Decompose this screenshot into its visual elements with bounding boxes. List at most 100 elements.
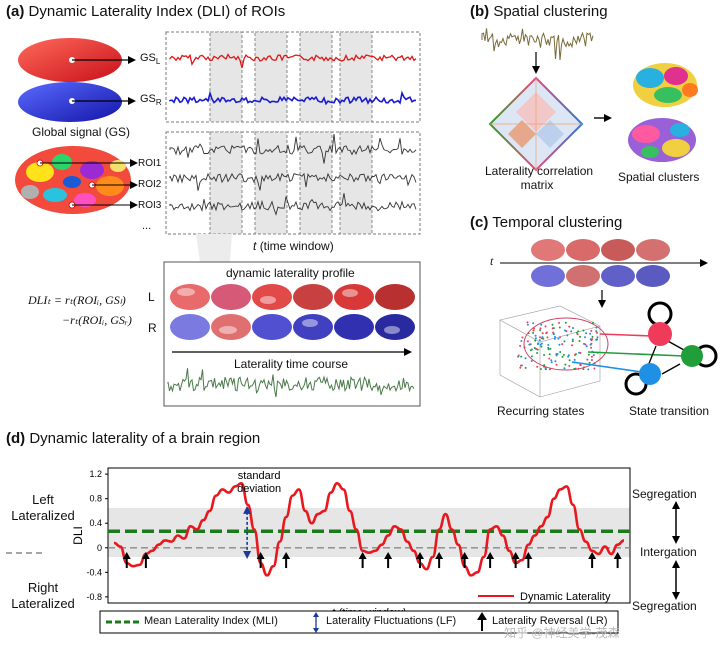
scatter-point [547,344,550,346]
reversal-arrow-head [486,552,495,560]
legend-lr: Laterality Reversal (LR) [492,615,608,627]
scatter-point [517,354,520,357]
spatial-multi-signal [481,28,594,61]
temporal-brain-row-2 [531,265,670,287]
roi2-signal [169,172,417,191]
scatter-point [546,336,549,339]
reversal-arrow-head [282,552,291,560]
scatter-point [596,336,599,339]
scatter-point [577,330,580,333]
scatter-point [563,367,566,370]
std-label-1: standard [238,470,281,482]
panel-c-title: (c) Temporal clustering [470,214,623,231]
laterality-time-course [167,368,415,398]
scatter-point [579,363,582,366]
reversal-arrow-head [384,552,393,560]
scatter-point [564,363,567,366]
time-course-label: Laterality time course [234,357,349,371]
segregation-top-label: Segregation [632,487,697,501]
scatter-point [590,355,593,358]
scatter-point [539,327,542,330]
scatter-point [528,343,531,346]
scatter-point [540,342,543,345]
scatter-point [526,321,529,324]
scatter-point [563,340,566,343]
scatter-point [543,354,546,356]
scatter-point [530,360,533,362]
y-tick-label: 0 [97,543,102,553]
scatter-point [544,325,547,328]
scatter-point [524,357,527,360]
scatter-point [592,321,594,324]
legend-lf: Laterality Fluctuations (LF) [326,615,457,627]
scatter-point [540,323,543,326]
scatter-point [536,352,539,354]
scatter-point [536,365,539,368]
scatter-point [520,355,523,358]
spatial-clusters-label: Spatial clusters [618,170,700,184]
scatter-point [539,343,542,346]
gs-right-label: GSR [140,93,162,108]
scatter-point [550,361,553,364]
scatter-point [587,353,590,356]
y-tick-label: -0.8 [86,592,102,602]
panel-d-title: (d) Dynamic laterality of a brain region [6,430,261,447]
y-tick-label: 1.2 [89,469,102,479]
state-node-green [681,345,703,367]
scatter-point [539,329,542,332]
scatter-point [530,348,533,351]
scatter-point [547,348,550,351]
recurring-states-label: Recurring states [497,404,585,418]
dli-line-chart: -0.8-0.400.40.81.2standarddeviationDLIt … [71,467,631,619]
y-tick-label: 0.4 [89,518,102,528]
scatter-point [568,359,571,362]
correlation-matrix [488,76,584,172]
scatter-point [538,339,541,342]
std-arrow-head-top [243,505,252,514]
scatter-point [548,353,551,356]
scatter-point [537,343,539,345]
reversal-arrow-head [122,552,131,560]
gs-right-signal [169,90,416,106]
scatter-point [589,332,592,335]
scatter-point [524,366,527,369]
scatter-point [539,368,542,370]
roi3-label: ROI3 [138,200,162,211]
scatter-point [595,326,598,329]
scatter-point [590,346,593,349]
y-tick-label: -0.4 [86,567,102,577]
scatter-point [550,359,553,362]
scatter-point [595,330,598,333]
scatter-point [533,347,536,349]
reversal-arrow-head [613,552,622,560]
profile-title: dynamic laterality profile [226,266,355,280]
panel-a-title: (a) Dynamic Laterality Index (DLI) of RO… [6,3,286,20]
t-label: t [490,254,494,268]
scatter-point [551,323,554,326]
scatter-point [536,348,539,351]
state-node-red [648,322,672,346]
scatter-point [588,361,591,364]
scatter-point [532,331,535,334]
y-axis-label: DLI [71,526,85,545]
scatter-point [571,340,574,343]
profile-row-r: R [148,321,157,335]
scatter-point [585,332,588,335]
scatter-point [587,368,590,371]
reversal-arrow-head [524,552,533,560]
scatter-point [573,354,576,356]
legend-line-label: Dynamic Laterality [520,591,611,603]
time-window-label: t (time window) [253,239,334,253]
scatter-point [585,345,588,348]
scatter-point [564,329,566,332]
reversal-arrow-head [358,552,367,560]
profile-row-l: L [148,290,155,304]
scatter-point [534,339,537,342]
roi1-label: ROI1 [138,158,162,169]
scatter-point [541,336,544,339]
scatter-point [555,354,558,357]
scatter-point [553,337,556,340]
reversal-arrow-head [416,552,424,560]
